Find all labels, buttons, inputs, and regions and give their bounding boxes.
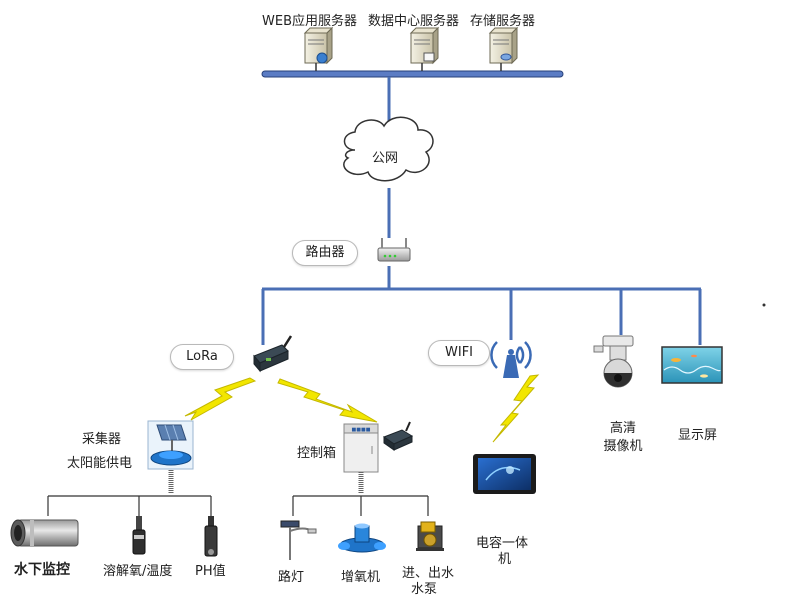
touch-terminal-icon	[473, 454, 536, 494]
streetlight-label: 路灯	[278, 570, 305, 585]
control-box-label: 控制箱	[297, 446, 337, 461]
lora-gateway-icon	[253, 335, 293, 373]
collector-label-line2: 太阳能供电	[67, 456, 133, 471]
touch-terminal-label-line1: 电容一体	[476, 536, 529, 551]
wifi-label: WIFI	[428, 340, 490, 366]
control-box-icon: ■■■■	[343, 423, 379, 473]
display-screen-icon	[661, 346, 723, 384]
collector-wiring	[47, 470, 212, 516]
touch-terminal-label-line2: 机	[498, 552, 512, 567]
cloud-label: 公网	[372, 151, 399, 166]
pump-label-line1: 进、出水	[402, 566, 455, 581]
dissolved-oxygen-probe-icon	[132, 516, 146, 555]
web-server-icon	[303, 26, 334, 71]
cloud-icon	[343, 116, 434, 182]
router-label: 路由器	[292, 240, 358, 266]
street-light-icon	[280, 520, 317, 560]
controlbox-wiring	[292, 472, 429, 516]
storage-server-label: 存储服务器	[470, 14, 536, 29]
camera-label-line1: 高清	[609, 421, 636, 436]
aerator-label: 增氧机	[341, 570, 381, 585]
wifi-antenna-icon	[490, 341, 532, 378]
ph-label: PH值	[195, 564, 226, 579]
datacenter-server-icon	[409, 26, 440, 71]
display-label: 显示屏	[678, 428, 718, 443]
lora-label: LoRa	[170, 344, 234, 370]
datacenter-server-label: 数据中心服务器	[368, 14, 460, 29]
aerator-icon	[338, 523, 386, 553]
do-temp-label: 溶解氧/温度	[103, 564, 173, 579]
wireless-bolt-controlbox-icon	[277, 378, 378, 423]
collector-label-line1: 采集器	[82, 432, 122, 447]
stray-dot	[762, 303, 766, 307]
web-server-label: WEB应用服务器	[262, 14, 357, 29]
svg-text:■■■■: ■■■■	[352, 427, 371, 433]
underwater-camera-icon	[10, 519, 79, 547]
wireless-bolt-collector-icon	[184, 377, 257, 421]
solar-collector-icon	[147, 420, 194, 470]
wireless-bolt-terminal-icon	[492, 374, 540, 443]
water-pump-icon	[416, 521, 444, 551]
underwater-monitor-label: 水下监控	[14, 562, 70, 578]
dome-camera-icon	[593, 335, 634, 388]
camera-label-line2: 摄像机	[603, 439, 643, 454]
pump-label-line2: 水泵	[411, 582, 438, 597]
control-box-modem-icon	[382, 421, 414, 451]
ph-probe-icon	[204, 516, 218, 557]
server-bus	[261, 70, 564, 78]
storage-server-icon	[488, 26, 519, 71]
router-icon	[377, 238, 411, 262]
trunk-lines	[261, 77, 702, 345]
